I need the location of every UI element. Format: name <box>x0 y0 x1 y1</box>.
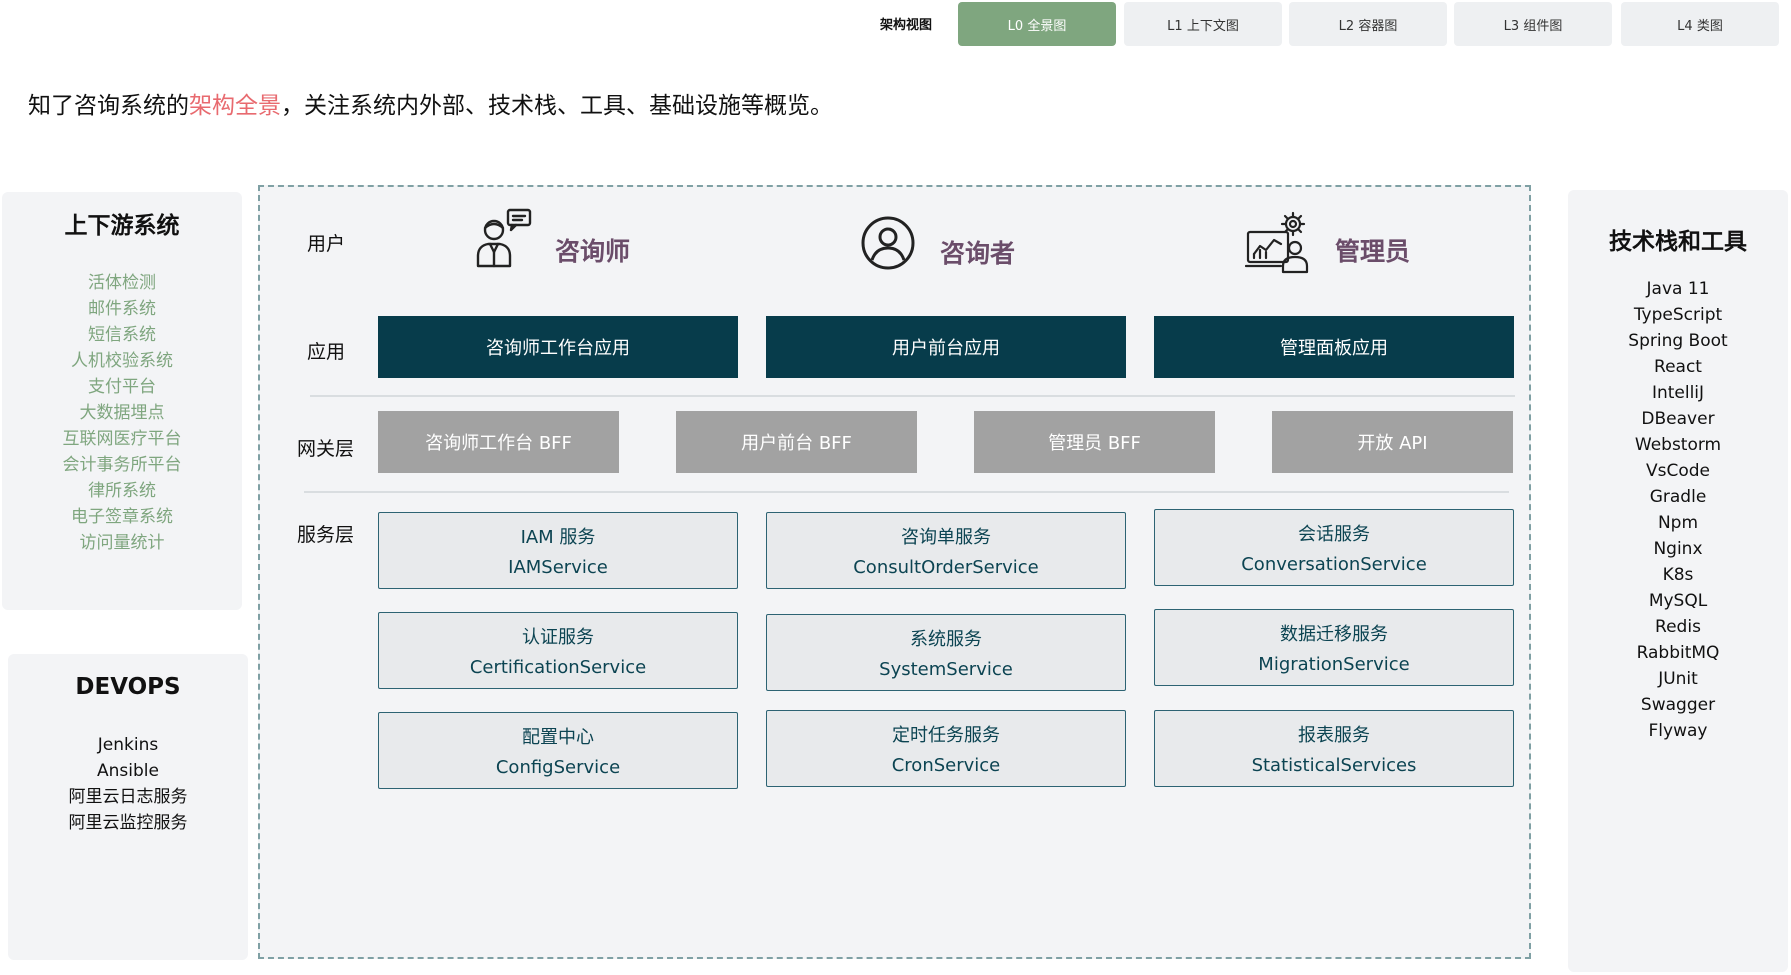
list-item: Spring Boot <box>1628 331 1728 351</box>
devops-list: Jenkins Ansible 阿里云日志服务 阿里云监控服务 <box>8 732 248 836</box>
service-config: 配置中心 ConfigService <box>378 712 738 789</box>
list-item: DBeaver <box>1641 409 1715 429</box>
service-consult-order: 咨询单服务 ConsultOrderService <box>766 512 1126 589</box>
layer-label-app: 应用 <box>307 341 346 363</box>
service-en-label: CertificationService <box>469 657 647 678</box>
service-conversation: 会话服务 ConversationService <box>1154 509 1514 586</box>
tab-l4-class[interactable]: L4 类图 <box>1621 2 1779 46</box>
service-cn-label: 咨询单服务 <box>901 527 991 548</box>
gateway-consultant-bff: 咨询师工作台 BFF <box>378 411 619 473</box>
service-cn-label: IAM 服务 <box>520 527 596 548</box>
list-item: React <box>1654 357 1702 377</box>
list-item: IntelliJ <box>1651 383 1705 403</box>
list-item: 活体检测 <box>88 273 156 293</box>
service-cn-label: 报表服务 <box>1298 725 1370 746</box>
intro-suffix: ，关注系统内外部、技术栈、工具、基础设施等概览。 <box>281 93 833 119</box>
app-admin-panel: 管理面板应用 <box>1154 316 1514 378</box>
list-item: 支付平台 <box>88 377 156 397</box>
list-item: 互联网医疗平台 <box>62 429 182 449</box>
list-item: Ansible <box>97 761 159 781</box>
service-system: 系统服务 SystemService <box>766 614 1126 691</box>
list-item: Redis <box>1655 617 1701 637</box>
list-item: Npm <box>1657 513 1699 533</box>
list-item: 人机校验系统 <box>71 351 173 371</box>
layer-label-user: 用户 <box>307 233 346 255</box>
service-cn-label: 系统服务 <box>910 629 982 650</box>
upstream-systems-list: 活体检测 邮件系统 短信系统 人机校验系统 支付平台 大数据埋点 互联网医疗平台… <box>2 270 242 556</box>
list-item: 大数据埋点 <box>79 403 165 423</box>
list-item: Flyway <box>1648 721 1708 741</box>
role-admin: 管理员 <box>1335 237 1411 266</box>
devops-panel: DEVOPS Jenkins Ansible 阿里云日志服务 阿里云监控服务 <box>8 654 248 960</box>
role-consultant: 咨询师 <box>555 237 631 266</box>
admin-dashboard-icon <box>1244 210 1311 276</box>
list-item: RabbitMQ <box>1636 643 1720 663</box>
gateway-user-bff: 用户前台 BFF <box>676 411 917 473</box>
service-cron: 定时任务服务 CronService <box>766 710 1126 787</box>
user-circle-icon <box>860 215 916 271</box>
app-user-frontend: 用户前台应用 <box>766 316 1126 378</box>
service-statistical: 报表服务 StatisticalServices <box>1154 710 1514 787</box>
service-certification: 认证服务 CertificationService <box>378 612 738 689</box>
upstream-systems-title: 上下游系统 <box>64 213 180 239</box>
list-item: 阿里云监控服务 <box>68 813 188 833</box>
service-cn-label: 认证服务 <box>522 627 594 648</box>
gateway-admin-bff: 管理员 BFF <box>974 411 1215 473</box>
service-en-label: StatisticalServices <box>1251 755 1417 776</box>
tech-stack-panel: 技术栈和工具 Java 11 TypeScript Spring Boot Re… <box>1568 190 1788 972</box>
service-cn-label: 定时任务服务 <box>892 725 1000 746</box>
list-item: VsCode <box>1645 461 1710 481</box>
list-item: 访问量统计 <box>79 533 165 553</box>
service-en-label: CronService <box>891 755 1001 776</box>
tech-stack-list: Java 11 TypeScript Spring Boot React Int… <box>1568 276 1788 744</box>
list-item: MySQL <box>1648 591 1708 611</box>
layer-label-gateway: 网关层 <box>297 438 355 460</box>
service-en-label: MigrationService <box>1258 654 1410 675</box>
tab-l2-container[interactable]: L2 容器图 <box>1289 2 1447 46</box>
tab-l0-overview[interactable]: L0 全景图 <box>958 2 1116 46</box>
layer-divider <box>304 491 1509 493</box>
service-iam: IAM 服务 IAMService <box>378 512 738 589</box>
layer-divider <box>310 395 1515 397</box>
list-item: 律所系统 <box>88 481 156 501</box>
service-migration: 数据迁移服务 MigrationService <box>1154 609 1514 686</box>
tech-stack-title: 技术栈和工具 <box>1609 229 1747 255</box>
page-intro: 知了咨询系统的架构全景，关注系统内外部、技术栈、工具、基础设施等概览。 <box>28 86 833 120</box>
list-item: 短信系统 <box>88 325 156 345</box>
devops-title: DEVOPS <box>75 674 181 700</box>
list-item: Webstorm <box>1634 435 1722 455</box>
role-consultee: 咨询者 <box>940 239 1016 268</box>
upstream-systems-panel: 上下游系统 活体检测 邮件系统 短信系统 人机校验系统 支付平台 大数据埋点 互… <box>2 192 242 610</box>
list-item: 会计事务所平台 <box>62 455 182 475</box>
consultant-icon <box>470 206 534 270</box>
list-item: Nginx <box>1653 539 1703 559</box>
app-consultant-workbench: 咨询师工作台应用 <box>378 316 738 378</box>
intro-highlight: 架构全景 <box>189 93 281 119</box>
list-item: Gradle <box>1649 487 1707 507</box>
service-en-label: ConfigService <box>495 757 621 778</box>
layer-label-service: 服务层 <box>297 524 355 546</box>
tab-l3-component[interactable]: L3 组件图 <box>1454 2 1612 46</box>
service-en-label: IAMService <box>508 557 608 578</box>
tab-l1-context[interactable]: L1 上下文图 <box>1124 2 1282 46</box>
list-item: 电子签章系统 <box>71 507 173 527</box>
list-item: Jenkins <box>97 735 159 755</box>
service-en-label: ConversationService <box>1241 554 1427 575</box>
intro-prefix: 知了咨询系统的 <box>28 93 189 119</box>
list-item: Java 11 <box>1646 279 1710 299</box>
gateway-open-api: 开放 API <box>1272 411 1513 473</box>
service-cn-label: 会话服务 <box>1298 524 1370 545</box>
service-cn-label: 配置中心 <box>522 727 594 748</box>
architecture-view-label: 架构视图 <box>880 18 933 33</box>
list-item: Swagger <box>1640 695 1716 715</box>
list-item: K8s <box>1662 565 1694 585</box>
list-item: TypeScript <box>1633 305 1723 325</box>
service-cn-label: 数据迁移服务 <box>1280 624 1388 645</box>
list-item: JUnit <box>1658 669 1698 689</box>
service-en-label: SystemService <box>879 659 1013 680</box>
service-en-label: ConsultOrderService <box>853 557 1039 578</box>
list-item: 邮件系统 <box>88 299 156 319</box>
list-item: 阿里云日志服务 <box>68 787 188 807</box>
